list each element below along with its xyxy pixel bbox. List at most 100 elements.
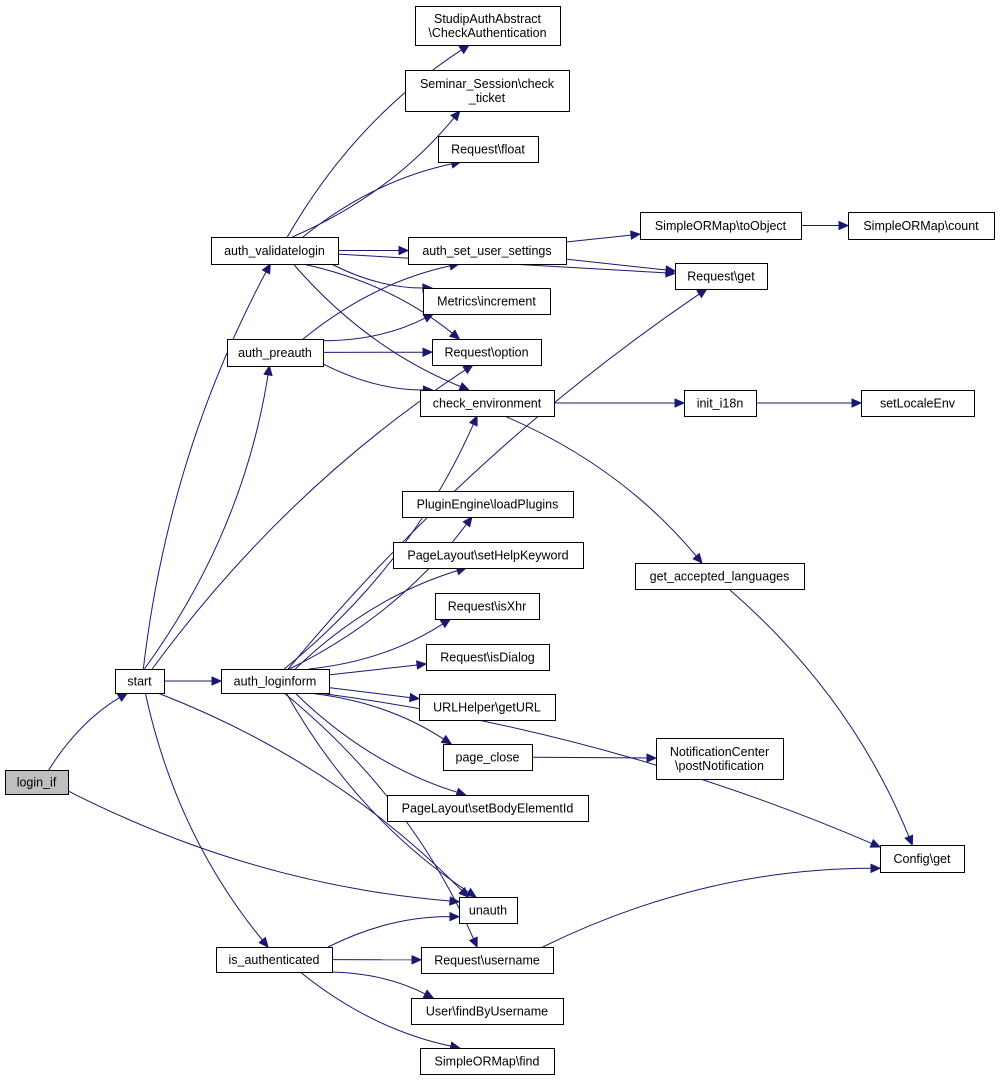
- node-box[interactable]: [421, 947, 554, 974]
- node-box[interactable]: [415, 6, 561, 46]
- node-auth_validatelogin[interactable]: auth_validatelogin: [211, 237, 339, 265]
- node-label: check_environment: [433, 397, 542, 411]
- node-toobject[interactable]: SimpleORMap\toObject: [640, 212, 802, 240]
- edge-line: [330, 263, 423, 289]
- node-orm_count[interactable]: SimpleORMap\count: [848, 212, 995, 240]
- node-config_get[interactable]: Config\get: [880, 845, 965, 873]
- node-check_env[interactable]: check_environment: [420, 390, 555, 417]
- node-box[interactable]: [211, 237, 339, 265]
- node-box[interactable]: [880, 845, 965, 873]
- node-box[interactable]: [435, 593, 540, 620]
- node-geturl[interactable]: URLHelper\getURL: [419, 694, 556, 721]
- edge-line: [144, 692, 263, 941]
- node-checkauth[interactable]: StudipAuthAbstract\CheckAuthentication: [415, 6, 561, 46]
- node-isxhr[interactable]: Request\isXhr: [435, 593, 540, 620]
- edge-auth_loginform-to-config_get: [318, 692, 882, 848]
- node-box[interactable]: [635, 563, 805, 590]
- arrowhead-icon: [458, 44, 471, 55]
- edge-auth_loginform-to-isdialog: [328, 660, 428, 676]
- arrowhead-icon: [851, 398, 863, 408]
- node-box[interactable]: [432, 339, 542, 366]
- node-box[interactable]: [221, 669, 330, 694]
- node-box[interactable]: [656, 738, 784, 780]
- node-setbody[interactable]: PageLayout\setBodyElementId: [387, 795, 589, 822]
- node-req_option[interactable]: Request\option: [432, 339, 542, 366]
- node-unauth[interactable]: unauth: [459, 897, 518, 924]
- node-postnotif[interactable]: NotificationCenter\postNotification: [656, 738, 784, 780]
- node-box[interactable]: [675, 263, 768, 290]
- edge-auth_loginform-to-unauth: [285, 692, 477, 898]
- node-box[interactable]: [438, 136, 539, 163]
- node-label: is_authenticated: [228, 953, 319, 967]
- node-auth_loginform[interactable]: auth_loginform: [221, 669, 330, 694]
- node-box[interactable]: [423, 288, 551, 315]
- node-box[interactable]: [861, 390, 975, 417]
- node-setlocale[interactable]: setLocaleEnv: [861, 390, 975, 417]
- node-box[interactable]: [640, 212, 802, 240]
- edge-line: [504, 415, 697, 557]
- node-label: SimpleORMap\toObject: [655, 219, 787, 233]
- node-accept_lang[interactable]: get_accepted_languages: [635, 563, 805, 590]
- node-label: Request\float: [451, 143, 525, 157]
- node-box[interactable]: [443, 744, 533, 771]
- node-box[interactable]: [405, 70, 570, 112]
- node-set_user[interactable]: auth_set_user_settings: [408, 237, 567, 265]
- node-auth_preauth[interactable]: auth_preauth: [227, 339, 324, 367]
- node-box[interactable]: [216, 947, 333, 973]
- node-box[interactable]: [115, 669, 165, 694]
- node-label: page_close: [456, 751, 520, 765]
- edge-line: [302, 263, 453, 334]
- node-metrics[interactable]: Metrics\increment: [423, 288, 551, 315]
- node-label: \postNotification: [675, 759, 764, 773]
- arrowhead-icon: [674, 398, 686, 408]
- node-box[interactable]: [420, 1048, 555, 1075]
- node-box[interactable]: [393, 542, 584, 569]
- edge-start-to-auth_loginform: [163, 676, 223, 686]
- node-findbyuser[interactable]: User\findByUsername: [411, 998, 564, 1025]
- arrowhead-icon: [261, 262, 271, 275]
- node-start[interactable]: start: [115, 669, 165, 694]
- node-page_close[interactable]: page_close: [443, 744, 533, 771]
- node-box[interactable]: [684, 390, 757, 417]
- node-label: auth_validatelogin: [224, 244, 325, 258]
- arrowhead-icon: [904, 834, 914, 847]
- edge-start-to-auth_preauth: [143, 364, 273, 670]
- node-req_username[interactable]: Request\username: [421, 947, 554, 974]
- edge-line: [142, 271, 267, 670]
- node-orm_find[interactable]: SimpleORMap\find: [420, 1048, 555, 1075]
- edge-is_authenticated-to-findbyuser: [325, 971, 435, 999]
- node-box[interactable]: [459, 897, 518, 924]
- node-box[interactable]: [387, 795, 589, 822]
- node-sethelp[interactable]: PageLayout\setHelpKeyword: [393, 542, 584, 569]
- node-req_get[interactable]: Request\get: [675, 263, 768, 290]
- node-label: URLHelper\getURL: [433, 701, 541, 715]
- node-req_float[interactable]: Request\float: [438, 136, 539, 163]
- edge-line: [294, 692, 458, 793]
- node-loadplugins[interactable]: PluginEngine\loadPlugins: [402, 491, 574, 518]
- node-box[interactable]: [402, 491, 574, 518]
- arrowhead-icon: [630, 230, 642, 240]
- node-box[interactable]: [426, 644, 550, 671]
- node-checkticket[interactable]: Seminar_Session\check_ticket: [405, 70, 570, 112]
- edge-line: [308, 692, 444, 740]
- edge-line: [67, 790, 451, 902]
- node-login_if[interactable]: login_if: [5, 770, 69, 795]
- node-is_authenticated[interactable]: is_authenticated: [216, 947, 333, 973]
- node-box[interactable]: [411, 998, 564, 1025]
- edge-toobject-to-orm_count: [800, 220, 850, 231]
- arrowhead-icon: [211, 676, 223, 686]
- node-init_i18n[interactable]: init_i18n: [684, 390, 757, 417]
- node-label: start: [127, 675, 152, 689]
- node-isdialog[interactable]: Request\isDialog: [426, 644, 550, 671]
- node-box[interactable]: [419, 694, 556, 721]
- edge-line: [325, 971, 426, 995]
- arrowhead-icon: [646, 753, 658, 763]
- node-box[interactable]: [227, 339, 324, 367]
- node-box[interactable]: [848, 212, 995, 240]
- edge-line: [308, 623, 443, 670]
- edge-line: [157, 692, 463, 891]
- arrowhead-icon: [263, 364, 273, 377]
- node-box[interactable]: [5, 770, 69, 795]
- node-box[interactable]: [408, 237, 567, 265]
- node-box[interactable]: [420, 390, 555, 417]
